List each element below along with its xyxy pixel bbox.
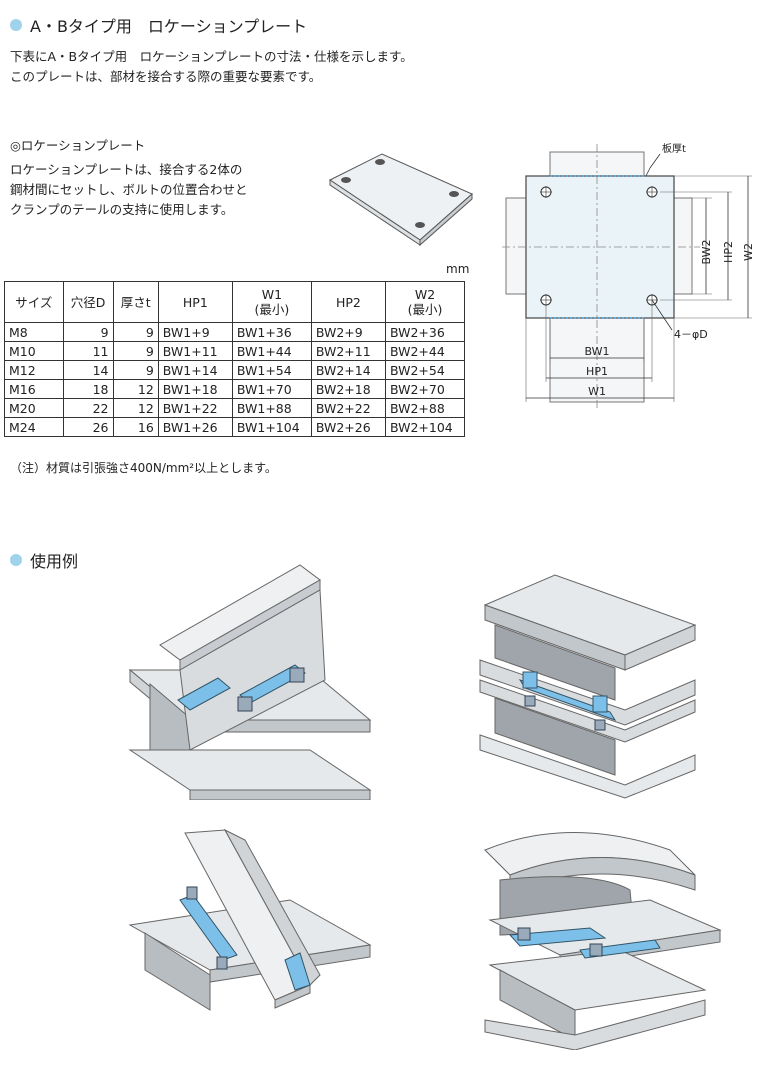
section-title: A・Bタイプ用 ロケーションプレート <box>30 17 308 36</box>
usage-illustration-stacked <box>479 574 697 799</box>
usage-illustration-crossing <box>128 564 372 800</box>
hp2-label: HP2 <box>722 241 735 263</box>
header-w1: W1 (最小) <box>231 281 312 323</box>
w1-label: W1 <box>588 385 606 398</box>
hp1-label: HP1 <box>586 365 608 378</box>
dimension-diagram: 板厚t BW2 HP2 W2 4－φD BW1 HP1 W1 <box>502 142 755 408</box>
bw2-label: BW2 <box>700 239 713 264</box>
plate-illustration <box>329 153 473 247</box>
unit-label: mm <box>446 262 470 276</box>
usage-title: 使用例 <box>30 552 79 571</box>
bw1-label: BW1 <box>584 345 609 358</box>
w2-label: W2 <box>742 243 755 261</box>
plate-description: ◎ロケーションプレート ロケーションプレートは、接合する2体の 鋼材間にセットし… <box>10 138 248 217</box>
header-hp2: HP2 <box>310 281 386 323</box>
bullet-dot-icon <box>10 554 22 566</box>
usage-illustration-angled <box>128 828 372 1011</box>
material-note: （注）材質は引張強さ400N/mm²以上とします。 <box>10 461 277 475</box>
section-heading: A・Bタイプ用 ロケーションプレート <box>10 13 307 37</box>
usage-heading: 使用例 <box>10 548 78 572</box>
hole-label: 4－φD <box>674 328 708 341</box>
thickness-label: 板厚t <box>662 142 686 155</box>
plate-title: ◎ロケーションプレート <box>10 138 146 153</box>
header-hole-diameter: 穴径D <box>62 281 114 323</box>
usage-illustration-curved <box>484 832 722 1050</box>
header-thickness: 厚さt <box>112 281 159 323</box>
intro-text: 下表にA・Bタイプ用 ロケーションプレートの寸法・仕様を示します。 このプレート… <box>10 49 413 84</box>
header-size: サイズ <box>4 281 64 323</box>
header-hp1: HP1 <box>157 281 233 323</box>
table-header-row: サイズ 穴径D 厚さt HP1 W1 (最小) HP2 W2 (最小) <box>4 281 466 323</box>
bullet-dot-icon <box>10 19 22 31</box>
header-w2: W2 (最小) <box>384 281 466 323</box>
